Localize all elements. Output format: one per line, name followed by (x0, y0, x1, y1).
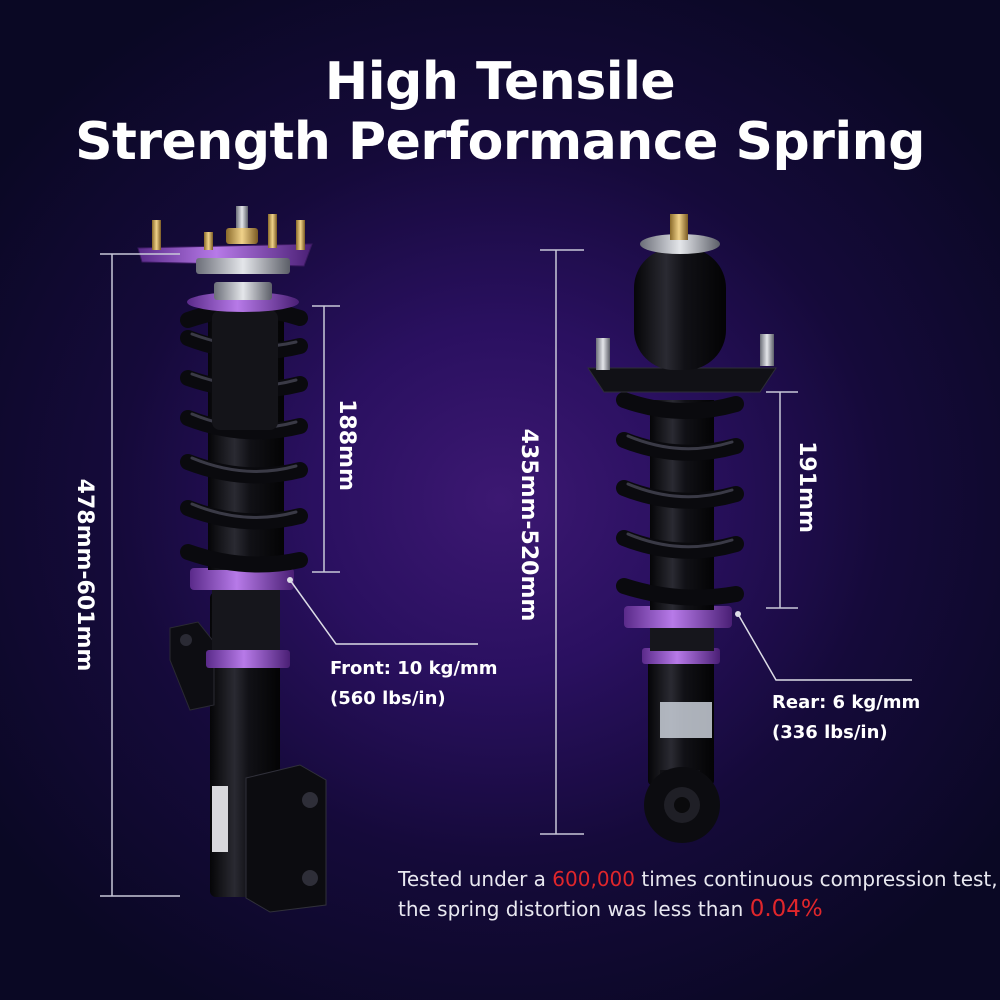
front-dust-boot (212, 310, 278, 430)
front-spring-length-label: 188mm (334, 399, 359, 491)
front-knuckle-hole-bottom (302, 870, 318, 886)
rear-rate-metric: Rear: 6 kg/mm (772, 692, 921, 713)
test-note-line-1: Tested under a 600,000 times continuous … (398, 867, 998, 891)
front-side-bracket (169, 621, 215, 711)
front-strut (137, 206, 327, 913)
rear-piston-rod (670, 214, 688, 240)
front-brand-sticker (212, 786, 228, 852)
rear-spring-dimension (766, 391, 798, 609)
rear-callout-leader (737, 613, 912, 681)
distortion-highlight: 0.04% (749, 896, 823, 922)
rear-rate-imperial: (336 lbs/in) (772, 722, 888, 743)
rear-brand-sticker (660, 702, 712, 738)
front-spring-seat (190, 568, 294, 590)
rear-stud-right (760, 334, 774, 366)
front-stud-3 (296, 220, 305, 250)
test-cycles-highlight: 600,000 (552, 867, 636, 891)
rear-spring-rate: Rear: 6 kg/mm (336 lbs/in) (772, 688, 920, 748)
rear-stud-left (596, 338, 610, 370)
front-overall-length-label: 478mm-601mm (72, 478, 97, 672)
rear-shock (587, 214, 777, 843)
rear-spring-seat (624, 606, 732, 628)
front-rate-imperial: (560 lbs/in) (330, 688, 446, 709)
front-rate-metric: Front: 10 kg/mm (330, 658, 498, 679)
front-stud-2 (268, 214, 277, 248)
front-bracket-hole (180, 634, 192, 646)
front-knuckle-hole-top (302, 792, 318, 808)
rear-coil-spring (616, 392, 744, 606)
front-spring-dimension (312, 305, 340, 573)
front-thread-sleeve (212, 590, 280, 650)
rear-spring-length-label: 191mm (794, 441, 819, 533)
front-knuckle-bracket (245, 764, 327, 913)
rear-upper-mount (587, 367, 777, 393)
rear-overall-dimension (540, 249, 584, 835)
test-note-line-2: the spring distortion was less than 0.04… (398, 896, 823, 922)
front-callout-leader (289, 579, 478, 645)
front-spring-rate: Front: 10 kg/mm (560 lbs/in) (330, 654, 498, 714)
page-title-line-1: High Tensile (324, 52, 676, 112)
front-stud-4 (204, 232, 213, 250)
front-stud-1 (152, 220, 161, 250)
front-overall-dimension (100, 253, 180, 897)
front-lower-ring (206, 650, 290, 668)
rear-thread-sleeve (650, 625, 714, 651)
rear-overall-length-label: 435mm-520mm (516, 428, 541, 622)
page-title-line-2: Strength Performance Spring (75, 112, 925, 172)
rear-lower-ring (642, 648, 720, 664)
rear-top-dome (634, 248, 726, 370)
test-note: Tested under a 600,000 times continuous … (398, 864, 998, 924)
